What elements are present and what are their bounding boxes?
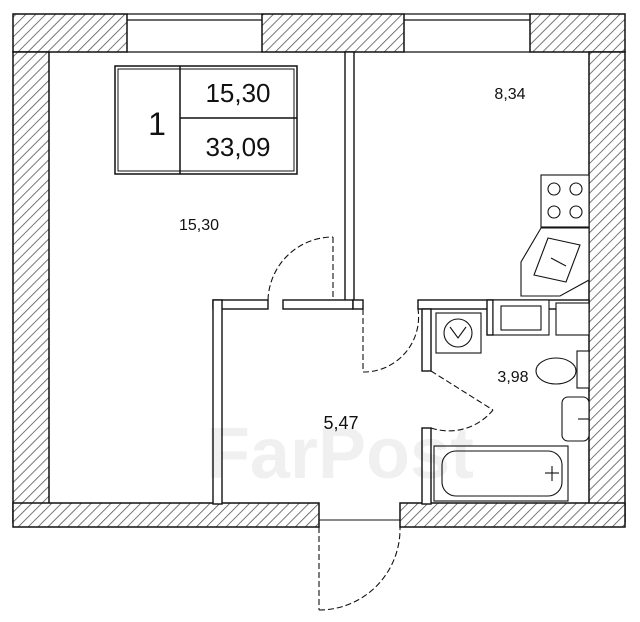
kitchen-counter — [492, 299, 590, 336]
doors — [267, 236, 494, 611]
washing-machine — [435, 312, 482, 354]
toilet — [535, 350, 590, 389]
summary-table: 1 15,30 33,09 — [114, 65, 298, 175]
kitchen-sink — [520, 227, 590, 297]
rooms-count: 1 — [148, 106, 166, 142]
bathtub — [433, 445, 569, 502]
watermark: FarPost — [206, 414, 474, 494]
living-room-area: 15,30 — [179, 217, 219, 234]
bathroom-area: 3,98 — [497, 369, 528, 386]
exterior-walls — [12, 13, 626, 528]
bathroom-sink — [561, 396, 590, 442]
summary-total-area: 33,09 — [205, 132, 270, 162]
hallway-area: 5,47 — [323, 413, 358, 433]
windows — [127, 13, 530, 53]
kitchen-area: 8,34 — [494, 86, 525, 103]
summary-living-area: 15,30 — [205, 78, 270, 108]
stove — [540, 174, 590, 228]
